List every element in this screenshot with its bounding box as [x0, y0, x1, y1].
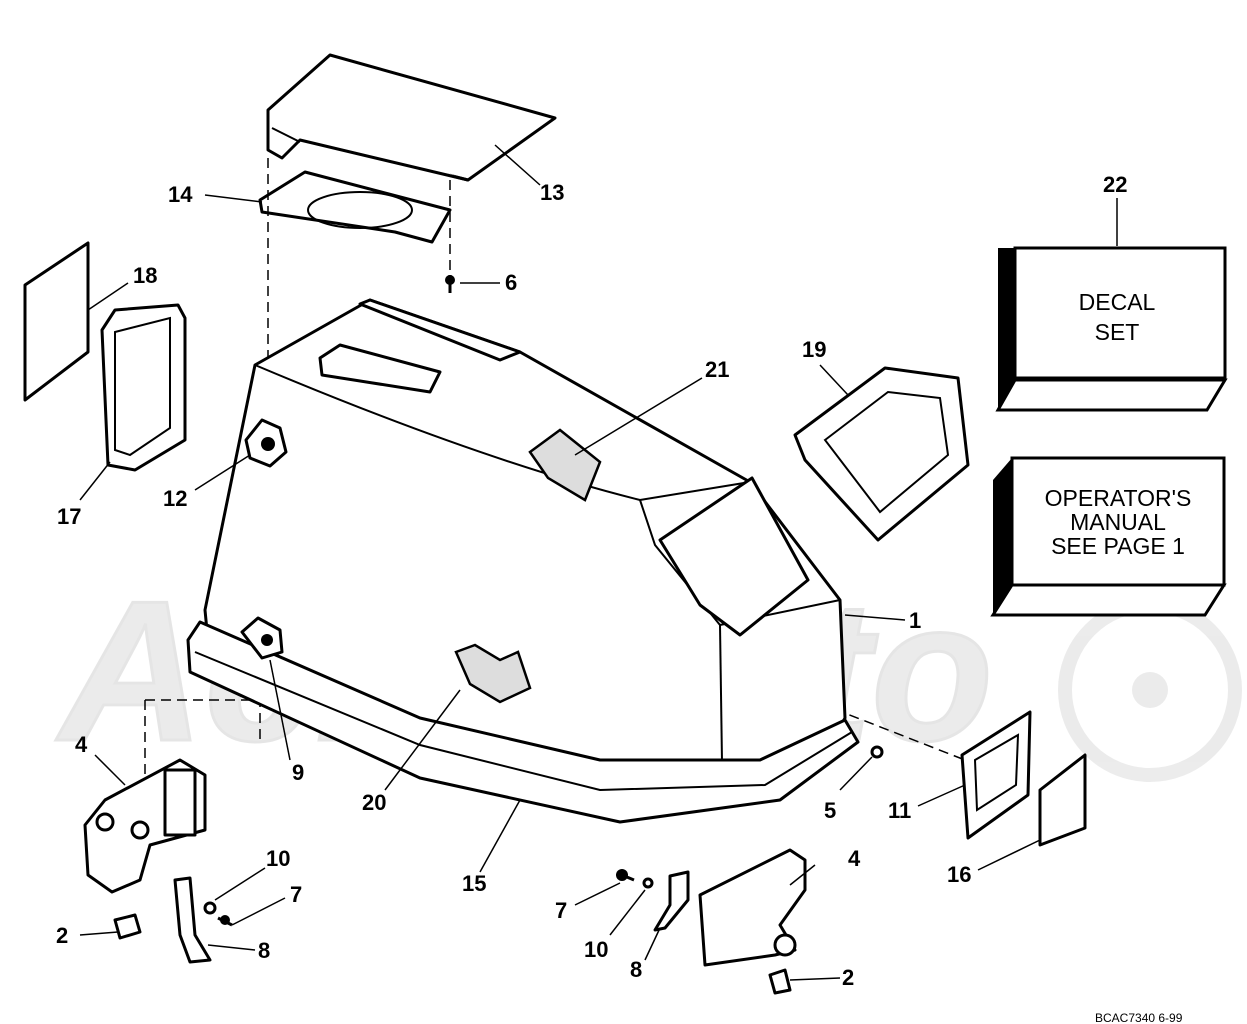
operators-manual-box: OPERATOR'S MANUAL SEE PAGE 1 — [990, 456, 1227, 617]
rubber-mount-right — [768, 968, 792, 995]
callout-4-right: 4 — [848, 846, 861, 871]
callout-2-right: 2 — [842, 965, 854, 990]
callout-4-left: 4 — [75, 732, 88, 757]
callout-7-right: 7 — [555, 898, 567, 923]
callout-13: 13 — [540, 180, 564, 205]
callout-10-left: 10 — [266, 846, 290, 871]
callout-10-right: 10 — [584, 937, 608, 962]
clip-left — [173, 876, 212, 964]
callout-2-left: 2 — [56, 923, 68, 948]
seal-ring — [258, 170, 452, 244]
rubber-mount-left — [113, 913, 142, 940]
screw — [445, 275, 455, 293]
manual-line1: OPERATOR'S — [1045, 485, 1192, 511]
callout-5: 5 — [824, 798, 836, 823]
bracket-left — [83, 758, 207, 894]
callout-14: 14 — [168, 182, 193, 207]
decal-set-line1: DECAL — [1079, 289, 1156, 315]
callout-11: 11 — [888, 798, 911, 823]
callout-22: 22 — [1103, 172, 1127, 197]
decal-patch-upper — [528, 428, 602, 502]
manual-line3: SEE PAGE 1 — [1051, 533, 1185, 559]
window-frame — [793, 366, 970, 542]
grommet — [240, 616, 284, 660]
callout-7-left: 7 — [290, 882, 302, 907]
callout-16: 16 — [947, 862, 971, 887]
bolt-left — [217, 915, 233, 927]
callout-9: 9 — [292, 760, 304, 785]
decal-patch-lower — [454, 643, 532, 704]
plug — [870, 745, 884, 759]
callouts: 22 1 13 14 6 18 17 12 21 19 9 20 15 5 11… — [56, 172, 1127, 990]
bracket-right — [698, 848, 807, 967]
decal-set-box: DECAL SET — [995, 246, 1228, 412]
leader-lines — [79, 144, 1118, 981]
decal-set-line2: SET — [1095, 319, 1140, 345]
vent-plate-right — [1038, 753, 1087, 847]
clip-right — [653, 870, 690, 932]
washer-left — [203, 901, 217, 915]
washer-right — [642, 877, 654, 889]
callout-12: 12 — [163, 486, 187, 511]
bolt-right — [616, 869, 635, 882]
callout-1: 1 — [909, 608, 921, 633]
vent-frame-right — [960, 710, 1032, 840]
callout-18: 18 — [133, 263, 157, 288]
top-cover — [266, 53, 557, 182]
callout-21: 21 — [705, 357, 729, 382]
vent-frame-left — [100, 303, 187, 472]
callout-6: 6 — [505, 270, 517, 295]
manual-line2: MANUAL — [1070, 509, 1166, 535]
vent-plate-left — [23, 241, 90, 402]
motor-cover — [203, 298, 847, 807]
bottom-seal — [186, 620, 860, 824]
callout-17: 17 — [57, 504, 81, 529]
drawing-reference: BCAC7340 6-99 — [1095, 1011, 1183, 1024]
callout-8-right: 8 — [630, 957, 642, 982]
callout-19: 19 — [802, 337, 826, 362]
callout-8-left: 8 — [258, 938, 270, 963]
callout-20: 20 — [362, 790, 386, 815]
callout-15: 15 — [462, 871, 486, 896]
knob-upper — [244, 418, 288, 468]
